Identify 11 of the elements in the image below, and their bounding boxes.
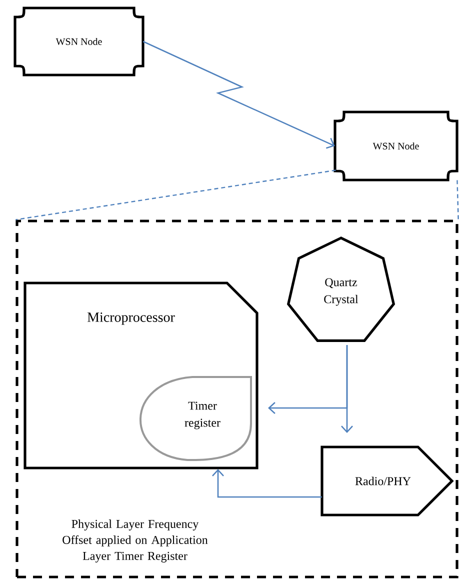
note-text: Physical Layer Frequency Offset applied on Application Layer Timer Register bbox=[62, 520, 208, 562]
leader-line bbox=[456, 180, 459, 220]
radio-block: Radio/PHY bbox=[320, 446, 454, 516]
heptagon: Quartz Crystal bbox=[286, 236, 396, 342]
arrow bbox=[142, 40, 335, 149]
wsn-node-box: WSN Node bbox=[14, 6, 144, 76]
arrow bbox=[212, 469, 322, 498]
wsn-node-box: WSN Node bbox=[334, 110, 458, 182]
dashed-frame bbox=[16, 220, 458, 578]
leader-line bbox=[16, 170, 336, 220]
arrow bbox=[268, 345, 348, 414]
